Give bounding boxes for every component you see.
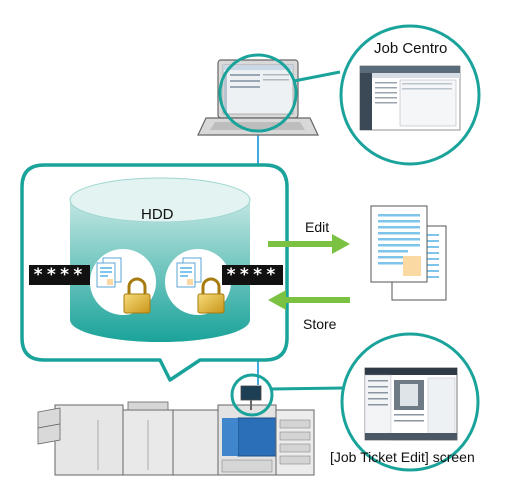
laptop-icon <box>197 59 319 136</box>
job-ticket-zoom <box>340 332 480 472</box>
printer-icon <box>37 401 315 476</box>
zoom-connector <box>270 386 345 391</box>
edit-label: Edit <box>305 219 330 235</box>
arrow-right-icon <box>268 234 350 254</box>
encrypted-mask-left: **** <box>29 265 90 285</box>
magnifier-icon <box>230 373 274 417</box>
arrow-left-icon <box>268 290 350 310</box>
encrypted-mask-right: **** <box>222 265 283 285</box>
padlock-icon <box>123 277 151 314</box>
job-centro-zoom <box>339 24 481 166</box>
hdd-label: HDD <box>141 206 174 223</box>
padlock-icon <box>197 277 225 314</box>
zoom-connector <box>293 70 341 83</box>
touch-panel-icon <box>240 385 262 410</box>
magnifier-icon <box>218 53 298 133</box>
document-icon <box>370 205 447 301</box>
database-icon <box>69 177 251 342</box>
job-ticket-edit-label: [Job Ticket Edit] screen <box>330 449 475 465</box>
job-centro-label: Job Centro <box>374 40 448 57</box>
document-icon <box>176 257 202 288</box>
document-icon <box>96 257 122 288</box>
store-label: Store <box>303 316 337 332</box>
